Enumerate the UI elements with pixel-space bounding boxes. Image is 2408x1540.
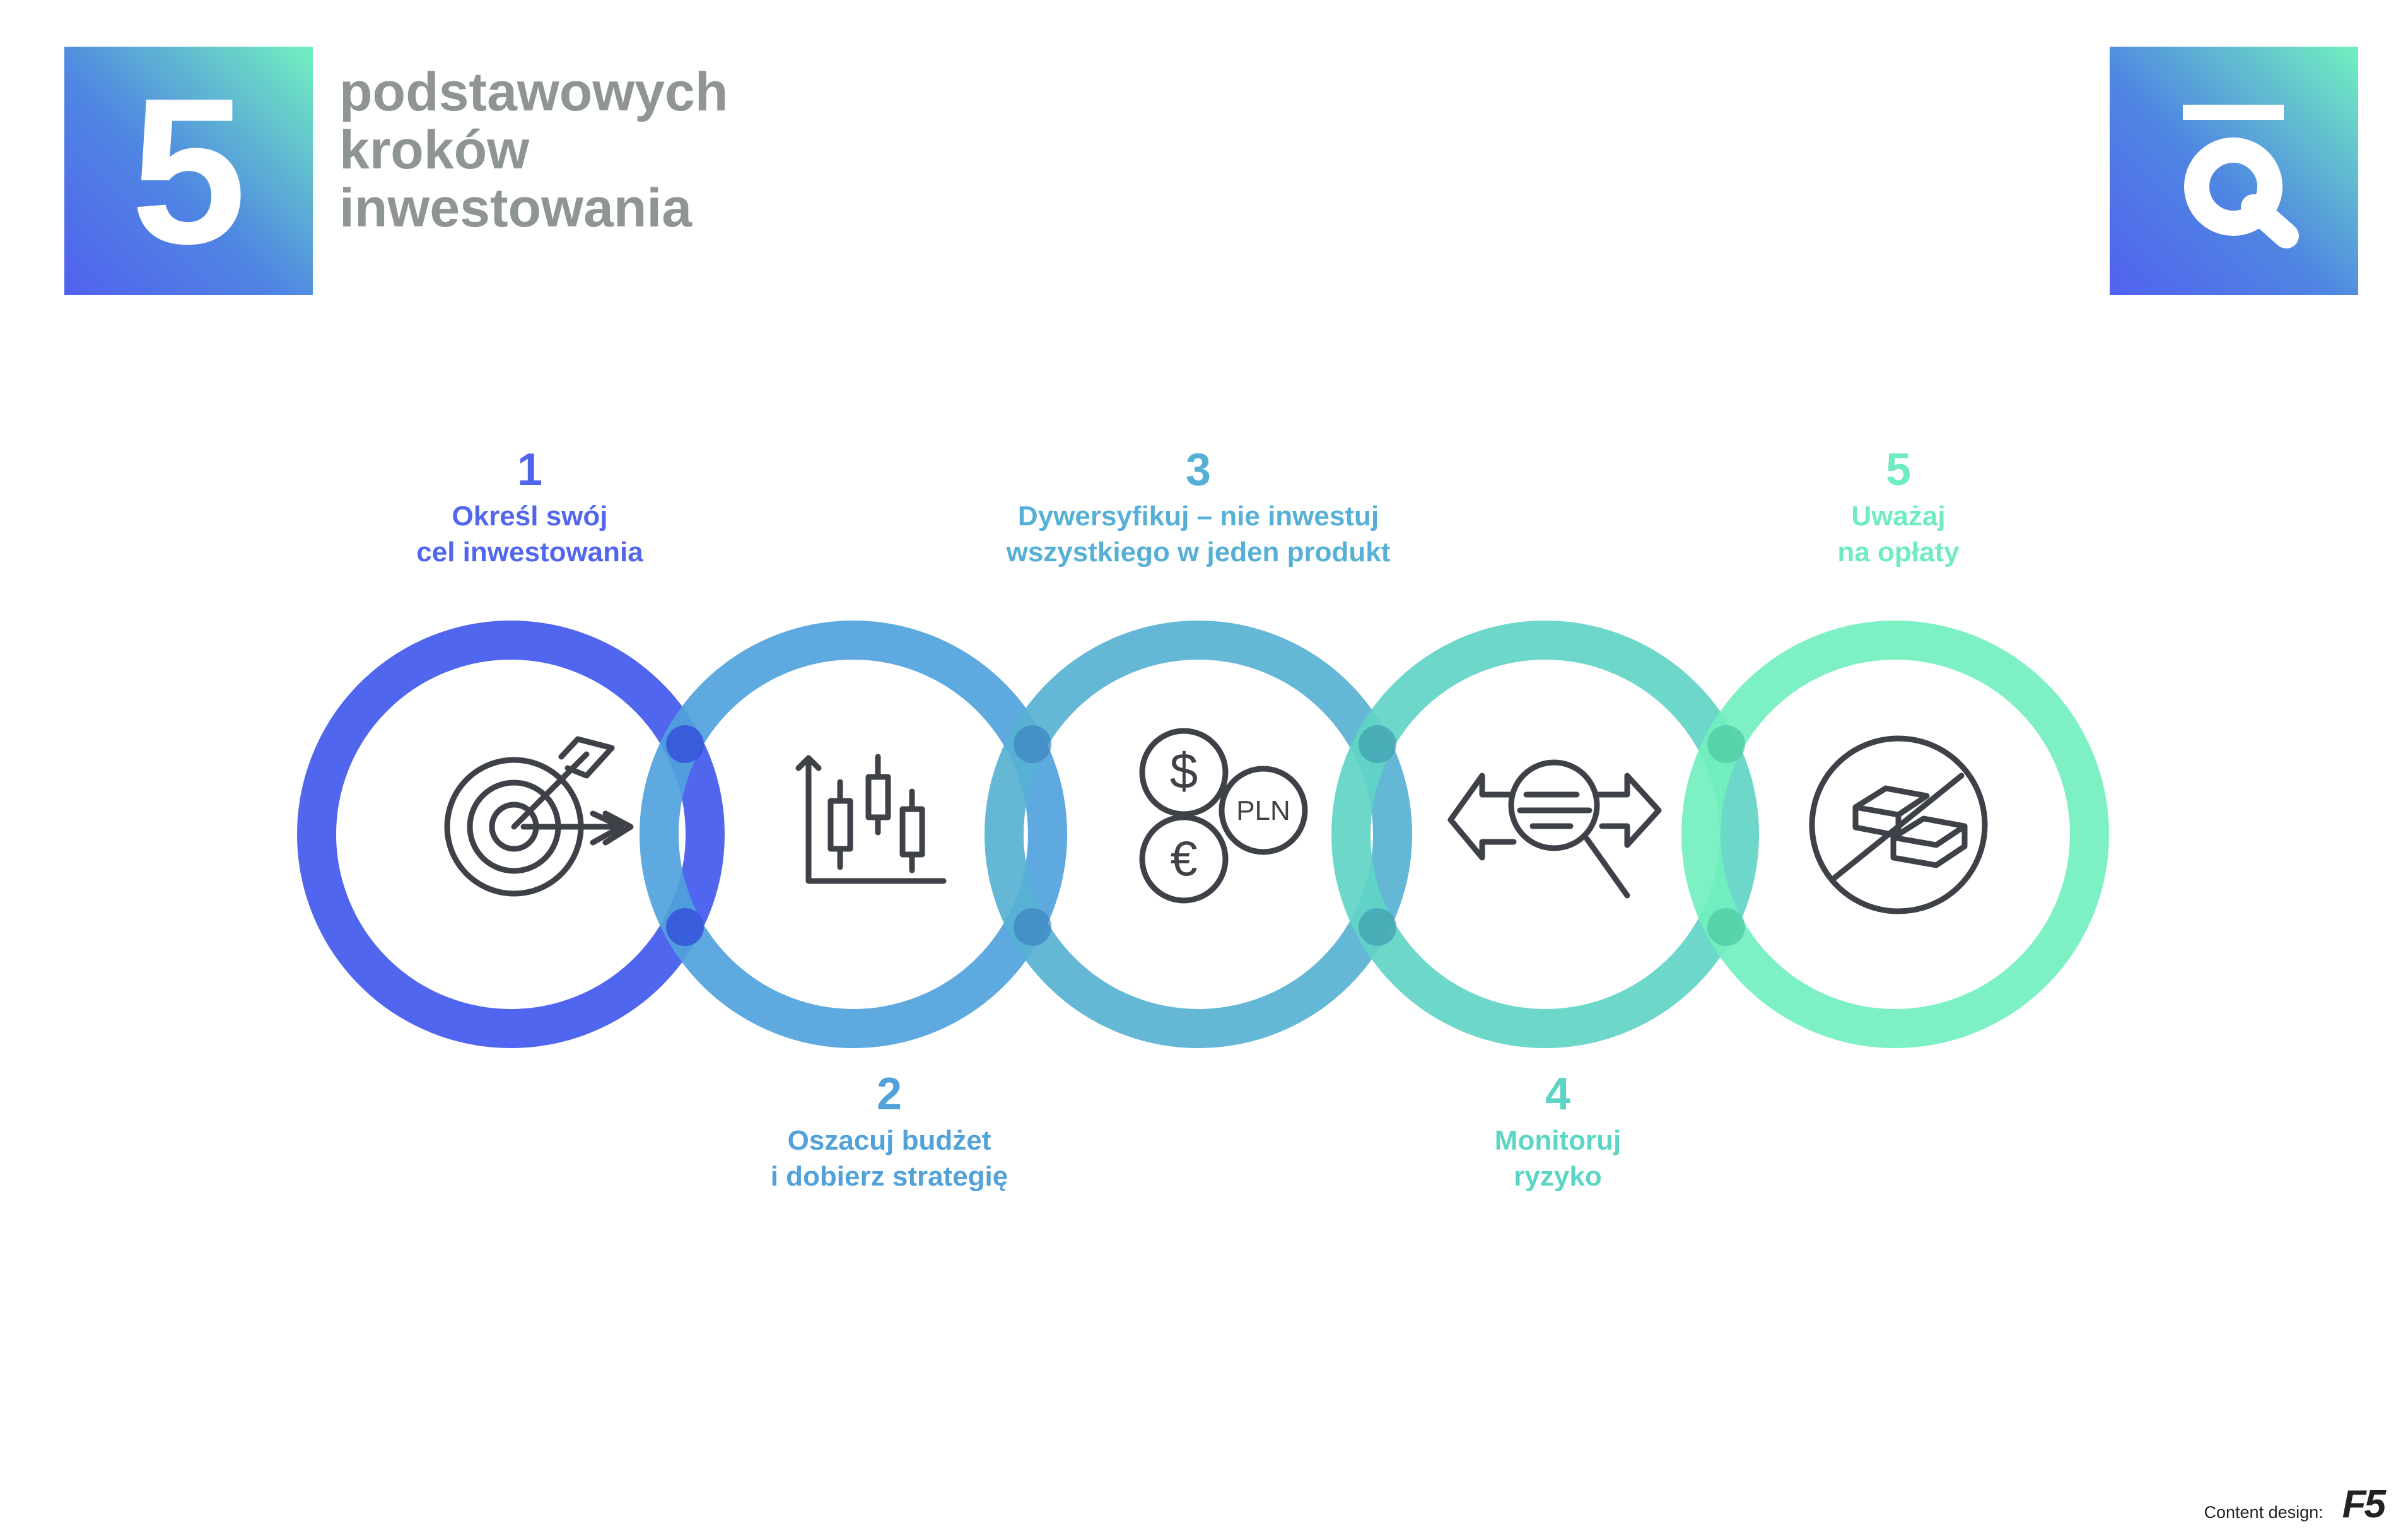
- q-logo-icon: [2183, 105, 2299, 248]
- step-label-line: Określ swój: [452, 501, 608, 532]
- page-title: podstawowych kroków inwestowania: [339, 63, 728, 237]
- pln-label: PLN: [1236, 795, 1290, 826]
- step-number: 3: [1185, 445, 1212, 495]
- step-2: 2 Oszacuj budżet i dobierz strategię: [713, 1066, 1066, 1194]
- step-ring-2: [640, 621, 1067, 1048]
- magnifier-arrows-icon: [1447, 759, 1662, 899]
- step-4: 4 Monitoruj ryzyko: [1388, 1066, 1728, 1194]
- f5-brand-logo: F5: [2342, 1483, 2386, 1526]
- step-number: 1: [517, 445, 543, 495]
- step-number: 5: [1885, 445, 1912, 495]
- step-ring-3: [985, 621, 1412, 1048]
- step-label-line: wszystkiego w jeden produkt: [1006, 537, 1391, 568]
- step-label-line: Oszacuj budżet: [787, 1125, 991, 1156]
- step-number: 4: [1545, 1069, 1571, 1119]
- logo-badge: [2110, 47, 2358, 295]
- title-line: inwestowania: [339, 178, 693, 238]
- candlestick-chart-icon: [795, 754, 947, 884]
- credit-label: Content design:: [2204, 1503, 2323, 1522]
- currency-coins-icon: [1139, 728, 1308, 904]
- step-label-line: Uważaj: [1851, 501, 1946, 532]
- title-line: podstawowych: [339, 62, 728, 122]
- step-label-line: cel inwestowania: [416, 537, 643, 568]
- step-5: 5 Uważaj na opłaty: [1728, 441, 2069, 570]
- step-label-line: i dobierz strategię: [770, 1161, 1008, 1192]
- step-3: 3 Dywersyfikuj – nie inwestuj wszystkieg…: [946, 441, 1451, 570]
- dollar-symbol: $: [1170, 743, 1198, 799]
- step-count-badge: 5: [64, 47, 313, 295]
- step-label-line: na opłaty: [1837, 537, 1960, 568]
- target-arrow-icon: [444, 736, 634, 897]
- no-money-icon: [1809, 735, 1988, 914]
- step-1: 1 Określ swój cel inwestowania: [353, 441, 706, 570]
- step-label-line: Monitoruj: [1494, 1125, 1622, 1156]
- step-ring-5: [1681, 621, 2109, 1048]
- step-ring-4: [1331, 621, 1759, 1048]
- euro-symbol: €: [1170, 831, 1197, 886]
- footer-credit: Content design: F5: [2204, 1483, 2387, 1526]
- step-label-line: ryzyko: [1514, 1161, 1602, 1192]
- title-line: kroków: [339, 120, 530, 180]
- step-ring-1: [297, 621, 725, 1048]
- badge-number: 5: [131, 54, 247, 287]
- step-label-line: Dywersyfikuj – nie inwestuj: [1017, 501, 1379, 532]
- step-number: 2: [876, 1069, 903, 1119]
